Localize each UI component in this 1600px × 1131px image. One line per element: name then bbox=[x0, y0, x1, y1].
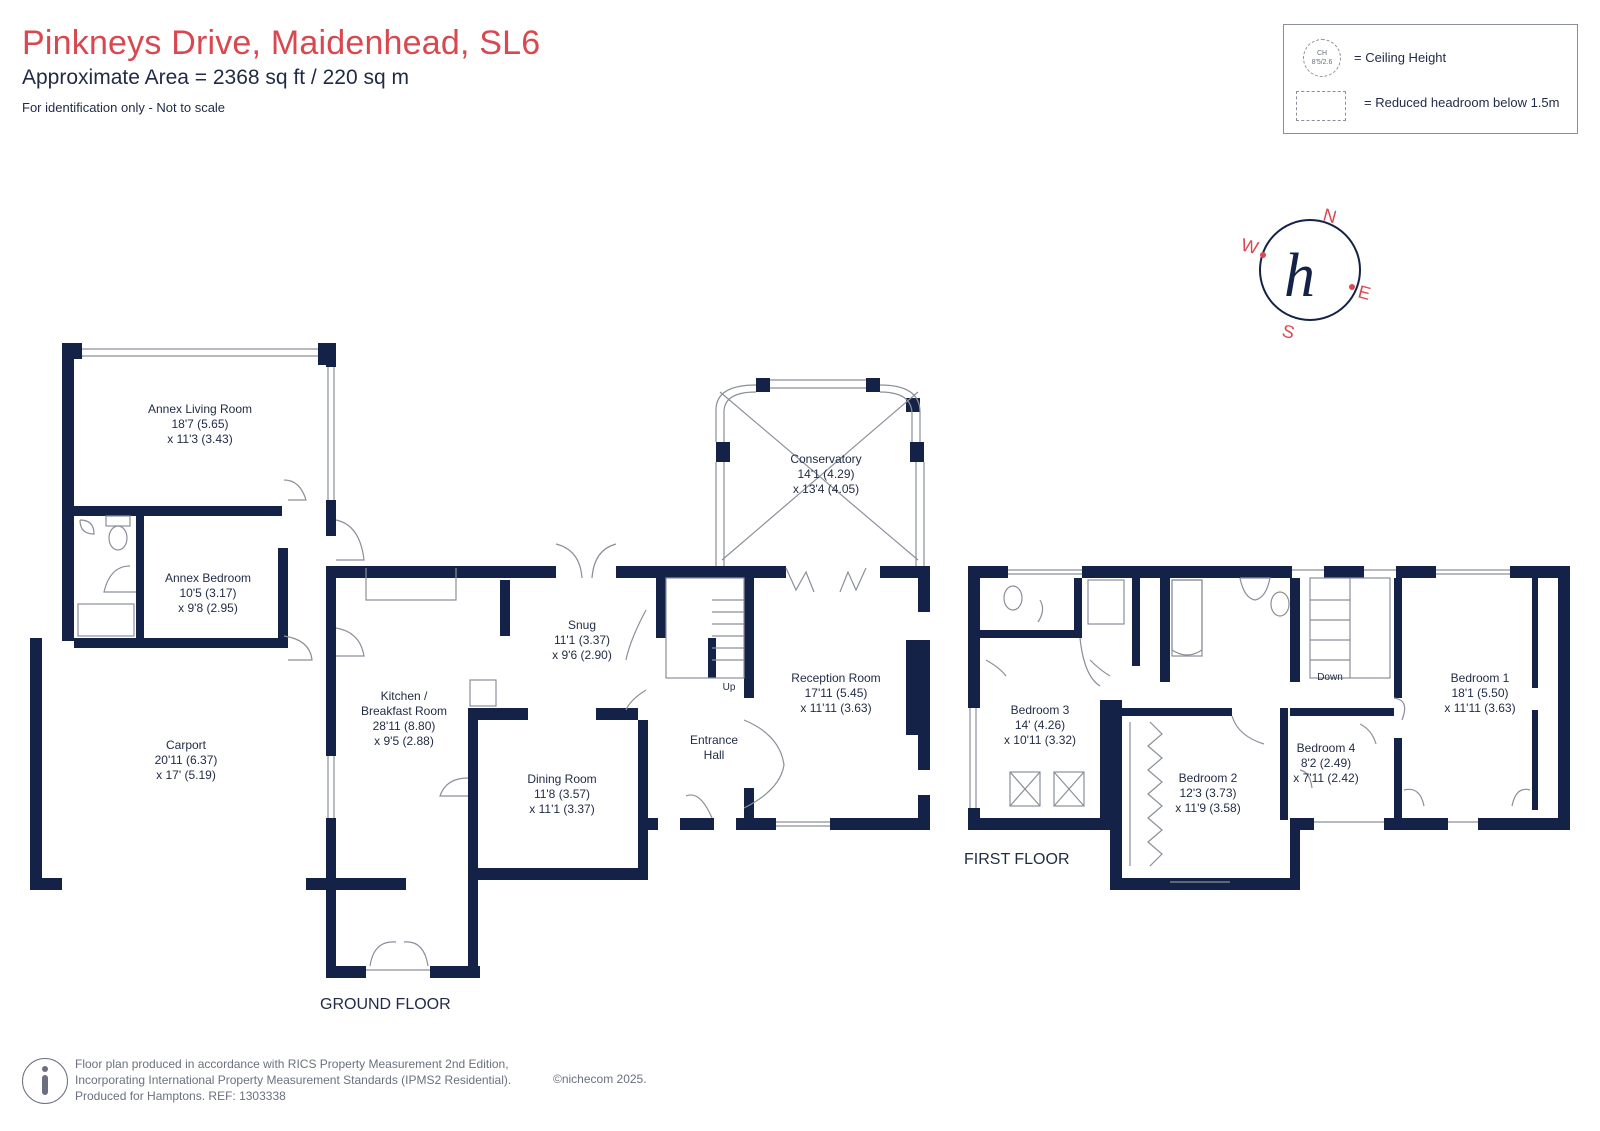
carport-name: Carport bbox=[166, 738, 207, 752]
first-floor-walls bbox=[968, 566, 1570, 890]
kitchen-dim1: 28'11 (8.80) bbox=[373, 719, 436, 733]
ground-floor-details bbox=[77, 348, 925, 971]
bedroom3-dim1: 14' (4.26) bbox=[1015, 718, 1065, 732]
conservatory-name: Conservatory bbox=[790, 452, 861, 466]
annex-bedroom-name: Annex Bedroom bbox=[165, 571, 251, 585]
page-title: Pinkneys Drive, Maidenhead, SL6 bbox=[22, 24, 541, 62]
annex-living-dim1: 18'7 (5.65) bbox=[172, 417, 229, 431]
bedroom2-name: Bedroom 2 bbox=[1179, 771, 1238, 785]
conservatory-dim2: x 13'4 (4.05) bbox=[793, 482, 859, 496]
info-person-icon bbox=[22, 1058, 68, 1104]
snug-dim1: 11'1 (3.37) bbox=[554, 633, 610, 647]
footer-line-3: Produced for Hamptons. REF: 1303338 bbox=[75, 1089, 286, 1103]
approximate-area: Approximate Area = 2368 sq ft / 220 sq m bbox=[22, 66, 409, 89]
bedroom3-name: Bedroom 3 bbox=[1011, 703, 1070, 717]
annex-living-name: Annex Living Room bbox=[148, 402, 252, 416]
reception-dim1: 17'11 (5.45) bbox=[805, 686, 868, 700]
legend-reduced-label: = Reduced headroom below 1.5m bbox=[1364, 95, 1560, 110]
footer-line-2: Incorporating International Property Mea… bbox=[75, 1073, 512, 1087]
bedroom4-dim2: x 7'11 (2.42) bbox=[1293, 771, 1358, 785]
entrance-name-2: Hall bbox=[704, 748, 725, 762]
identification-note: For identification only - Not to scale bbox=[22, 100, 226, 115]
entrance-name-1: Entrance bbox=[690, 733, 738, 747]
reception-dim2: x 11'11 (3.63) bbox=[800, 701, 871, 715]
bedroom4-dim1: 8'2 (2.49) bbox=[1301, 756, 1351, 770]
stairs-up-label: Up bbox=[723, 682, 736, 693]
carport-dim1: 20'11 (6.37) bbox=[155, 753, 218, 767]
dining-dim2: x 11'1 (3.37) bbox=[529, 802, 594, 816]
reception-name: Reception Room bbox=[791, 671, 880, 685]
dining-dim1: 11'8 (3.57) bbox=[534, 787, 590, 801]
ceiling-symbol-value: 8'5/2.6 bbox=[1311, 59, 1333, 66]
first-floor-details bbox=[969, 569, 1531, 883]
compass-s: S bbox=[1280, 321, 1297, 343]
annex-bedroom-dim2: x 9'8 (2.95) bbox=[178, 601, 238, 615]
copyright: ©nichecom 2025. bbox=[553, 1072, 647, 1086]
footer-line-1: Floor plan produced in accordance with R… bbox=[75, 1057, 509, 1071]
bedroom2-dim1: 12'3 (3.73) bbox=[1180, 786, 1237, 800]
annex-living-dim2: x 11'3 (3.43) bbox=[167, 432, 232, 446]
bedroom1-dim2: x 11'11 (3.63) bbox=[1444, 701, 1515, 715]
stairs-down-label: Down bbox=[1317, 672, 1343, 683]
reduced-headroom-icon bbox=[1296, 91, 1346, 121]
compass-n: N bbox=[1321, 205, 1339, 228]
dining-name: Dining Room bbox=[527, 772, 596, 786]
snug-name: Snug bbox=[568, 618, 596, 632]
ceiling-symbol-ch: CH bbox=[1316, 50, 1328, 57]
kitchen-name-1: Kitchen / bbox=[381, 689, 428, 703]
conservatory-dim1: 14'1 (4.29) bbox=[798, 467, 855, 481]
compass-logo: h bbox=[1284, 242, 1315, 310]
ceiling-height-icon: CH 8'5/2.6 bbox=[1303, 39, 1341, 77]
compass-e: E bbox=[1356, 282, 1373, 304]
snug-dim2: x 9'6 (2.90) bbox=[552, 648, 612, 662]
bedroom1-name: Bedroom 1 bbox=[1451, 671, 1510, 685]
ground-floor-label: GROUND FLOOR bbox=[320, 996, 451, 1013]
bedroom1-dim1: 18'1 (5.50) bbox=[1452, 686, 1509, 700]
bedroom4-name: Bedroom 4 bbox=[1297, 741, 1356, 755]
room-labels: Annex Living Room 18'7 (5.65) x 11'3 (3.… bbox=[148, 402, 1516, 816]
bedroom2-dim2: x 11'9 (3.58) bbox=[1175, 801, 1240, 815]
kitchen-name-2: Breakfast Room bbox=[361, 704, 447, 718]
footer-text: Floor plan produced in accordance with R… bbox=[75, 1056, 511, 1104]
annex-bedroom-dim1: 10'5 (3.17) bbox=[180, 586, 237, 600]
compass-w: W bbox=[1239, 235, 1261, 259]
kitchen-dim2: x 9'5 (2.88) bbox=[374, 734, 434, 748]
compass-icon: h N E S W bbox=[1239, 205, 1373, 343]
carport-dim2: x 17' (5.19) bbox=[156, 768, 216, 782]
first-floor-label: FIRST FLOOR bbox=[964, 851, 1070, 868]
ground-floor-walls bbox=[30, 343, 930, 978]
legend-box: CH 8'5/2.6 = Ceiling Height = Reduced he… bbox=[1283, 24, 1578, 134]
legend-ceiling-label: = Ceiling Height bbox=[1354, 50, 1447, 65]
bedroom3-dim2: x 10'11 (3.32) bbox=[1004, 733, 1076, 747]
